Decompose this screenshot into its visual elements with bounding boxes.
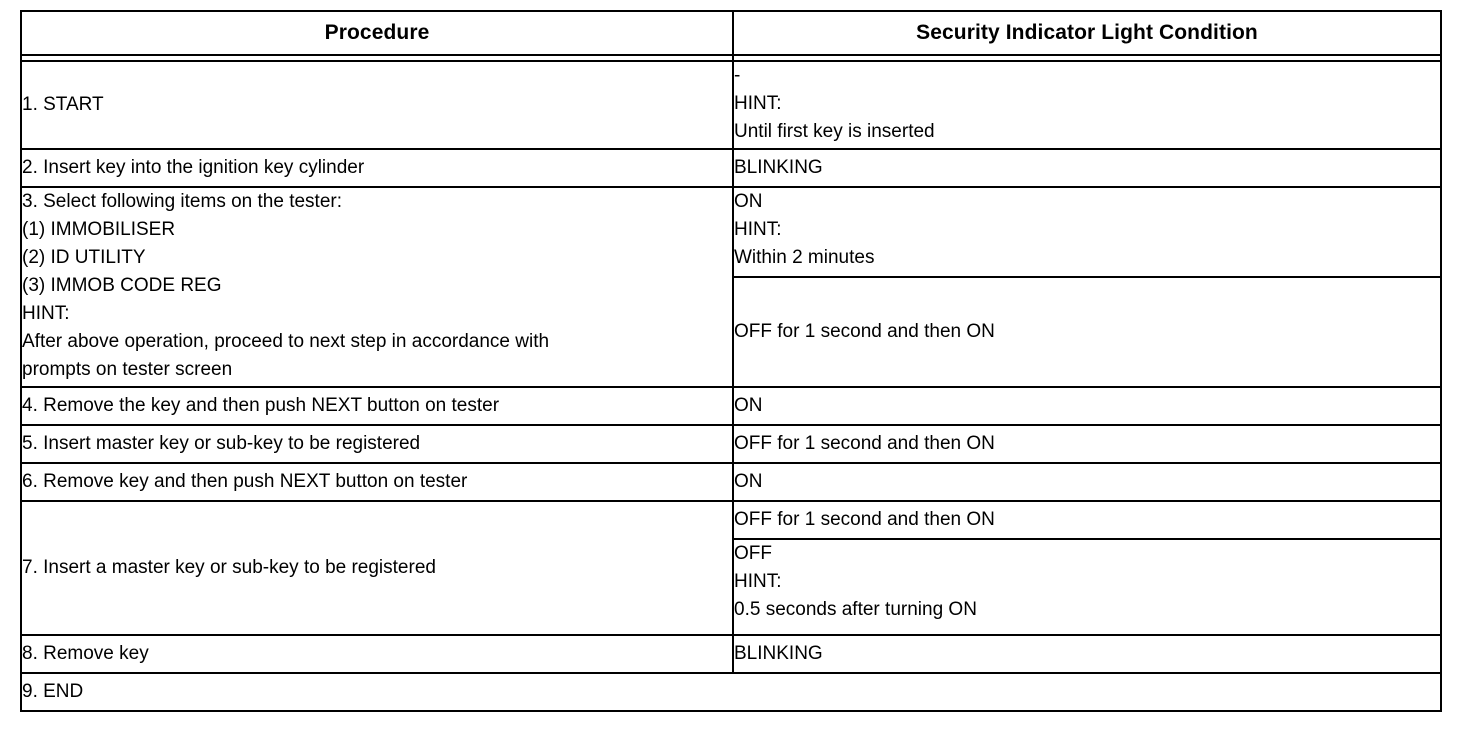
condition-text-7a: OFF for 1 second and then ON <box>734 506 1440 534</box>
procedure-text-3: 3. Select following items on the tester:… <box>22 188 732 384</box>
procedure-cell-8: 8. Remove key <box>20 634 734 674</box>
condition-line: ON <box>734 471 763 492</box>
condition-line: OFF <box>734 543 772 564</box>
condition-cell-2: BLINKING <box>732 148 1442 188</box>
condition-cell-8: BLINKING <box>732 634 1442 674</box>
column-header-procedure: Procedure <box>20 10 734 56</box>
condition-line: OFF for 1 second and then ON <box>734 433 995 454</box>
table-row: 7. Insert a master key or sub-key to be … <box>20 500 1442 636</box>
procedure-text-7: 7. Insert a master key or sub-key to be … <box>22 554 732 582</box>
procedure-text-2: 2. Insert key into the ignition key cyli… <box>22 154 732 182</box>
procedure-line: (2) ID UTILITY <box>22 247 146 268</box>
table-row: 2. Insert key into the ignition key cyli… <box>20 148 1442 188</box>
header-double-rule <box>20 55 1442 62</box>
procedure-cell-5: 5. Insert master key or sub-key to be re… <box>20 424 734 464</box>
procedure-cell-6: 6. Remove key and then push NEXT button … <box>20 462 734 502</box>
condition-cell-7a: OFF for 1 second and then ON <box>732 500 1442 540</box>
procedure-text-9: 9. END <box>22 678 1440 706</box>
condition-text-5: OFF for 1 second and then ON <box>734 430 1440 458</box>
procedure-line: 8. Remove key <box>22 643 149 664</box>
table-row: 5. Insert master key or sub-key to be re… <box>20 424 1442 464</box>
condition-cell-7b: OFF HINT: 0.5 seconds after turning ON <box>732 538 1442 636</box>
procedure-table: Procedure Security Indicator Light Condi… <box>20 10 1442 712</box>
procedure-cell-9: 9. END <box>20 672 1442 712</box>
procedure-line: 2. Insert key into the ignition key cyli… <box>22 157 365 178</box>
condition-cell-4: ON <box>732 386 1442 426</box>
table-row: 3. Select following items on the tester:… <box>20 186 1442 388</box>
procedure-line: 9. END <box>22 681 84 702</box>
condition-line: HINT: <box>734 571 782 592</box>
procedure-cell-1: 1. START <box>20 60 734 150</box>
condition-line: BLINKING <box>734 643 823 664</box>
procedure-line: prompts on tester screen <box>22 359 233 380</box>
table-row: 6. Remove key and then push NEXT button … <box>20 462 1442 502</box>
condition-line: BLINKING <box>734 157 823 178</box>
condition-line: ON <box>734 395 763 416</box>
condition-line: OFF for 1 second and then ON <box>734 321 995 342</box>
condition-cell-5: OFF for 1 second and then ON <box>732 424 1442 464</box>
condition-text-4: ON <box>734 392 1440 420</box>
condition-cell-1: - HINT: Until first key is inserted <box>732 60 1442 150</box>
condition-cell-3a: ON HINT: Within 2 minutes <box>732 186 1442 278</box>
procedure-line: 5. Insert master key or sub-key to be re… <box>22 433 421 454</box>
condition-text-6: ON <box>734 468 1440 496</box>
table-row: 8. Remove key BLINKING <box>20 634 1442 674</box>
procedure-line: After above operation, proceed to next s… <box>22 331 550 352</box>
condition-line: Until first key is inserted <box>734 121 935 142</box>
procedure-cell-2: 2. Insert key into the ignition key cyli… <box>20 148 734 188</box>
condition-line: - <box>734 65 741 86</box>
procedure-text-4: 4. Remove the key and then push NEXT but… <box>22 392 732 420</box>
procedure-line: 7. Insert a master key or sub-key to be … <box>22 557 436 578</box>
condition-text-2: BLINKING <box>734 154 1440 182</box>
procedure-cell-4: 4. Remove the key and then push NEXT but… <box>20 386 734 426</box>
procedure-line: (3) IMMOB CODE REG <box>22 275 222 296</box>
table-subrow: OFF HINT: 0.5 seconds after turning ON <box>21 538 1442 636</box>
condition-text-7b: OFF HINT: 0.5 seconds after turning ON <box>734 540 1440 624</box>
procedure-line: HINT: <box>22 303 70 324</box>
condition-text-3a: ON HINT: Within 2 minutes <box>734 188 1440 272</box>
condition-line: 0.5 seconds after turning ON <box>734 599 977 620</box>
condition-text-8: BLINKING <box>734 640 1440 668</box>
procedure-line: 6. Remove key and then push NEXT button … <box>22 471 468 492</box>
procedure-cell-7: 7. Insert a master key or sub-key to be … <box>20 500 734 636</box>
condition-line: OFF for 1 second and then ON <box>734 509 995 530</box>
condition-cell-6: ON <box>732 462 1442 502</box>
column-header-condition: Security Indicator Light Condition <box>732 10 1442 56</box>
procedure-text-5: 5. Insert master key or sub-key to be re… <box>22 430 732 458</box>
condition-line: Within 2 minutes <box>734 247 875 268</box>
procedure-line: 1. START <box>22 94 104 115</box>
procedure-line: 4. Remove the key and then push NEXT but… <box>22 395 500 416</box>
procedure-text-1: 1. START <box>22 91 732 119</box>
table-row: 9. END <box>20 672 1442 712</box>
condition-line: HINT: <box>734 219 782 240</box>
procedure-text-6: 6. Remove key and then push NEXT button … <box>22 468 732 496</box>
condition-line: ON <box>734 191 763 212</box>
procedure-line: (1) IMMOBILISER <box>22 219 176 240</box>
condition-line: HINT: <box>734 93 782 114</box>
procedure-text-8: 8. Remove key <box>22 640 732 668</box>
table-subrow: OFF for 1 second and then ON <box>21 276 1442 388</box>
condition-text-3b: OFF for 1 second and then ON <box>734 318 1440 346</box>
header-rule-right <box>732 55 1442 62</box>
table-header-row: Procedure Security Indicator Light Condi… <box>20 10 1442 56</box>
procedure-cell-3: 3. Select following items on the tester:… <box>20 186 734 388</box>
table-row: 4. Remove the key and then push NEXT but… <box>20 386 1442 426</box>
condition-text-1: - HINT: Until first key is inserted <box>734 62 1440 146</box>
table-row: 1. START - HINT: Until first key is inse… <box>20 60 1442 150</box>
header-rule-left <box>20 55 734 62</box>
procedure-line: 3. Select following items on the tester: <box>22 191 342 212</box>
condition-cell-3b: OFF for 1 second and then ON <box>732 276 1442 388</box>
